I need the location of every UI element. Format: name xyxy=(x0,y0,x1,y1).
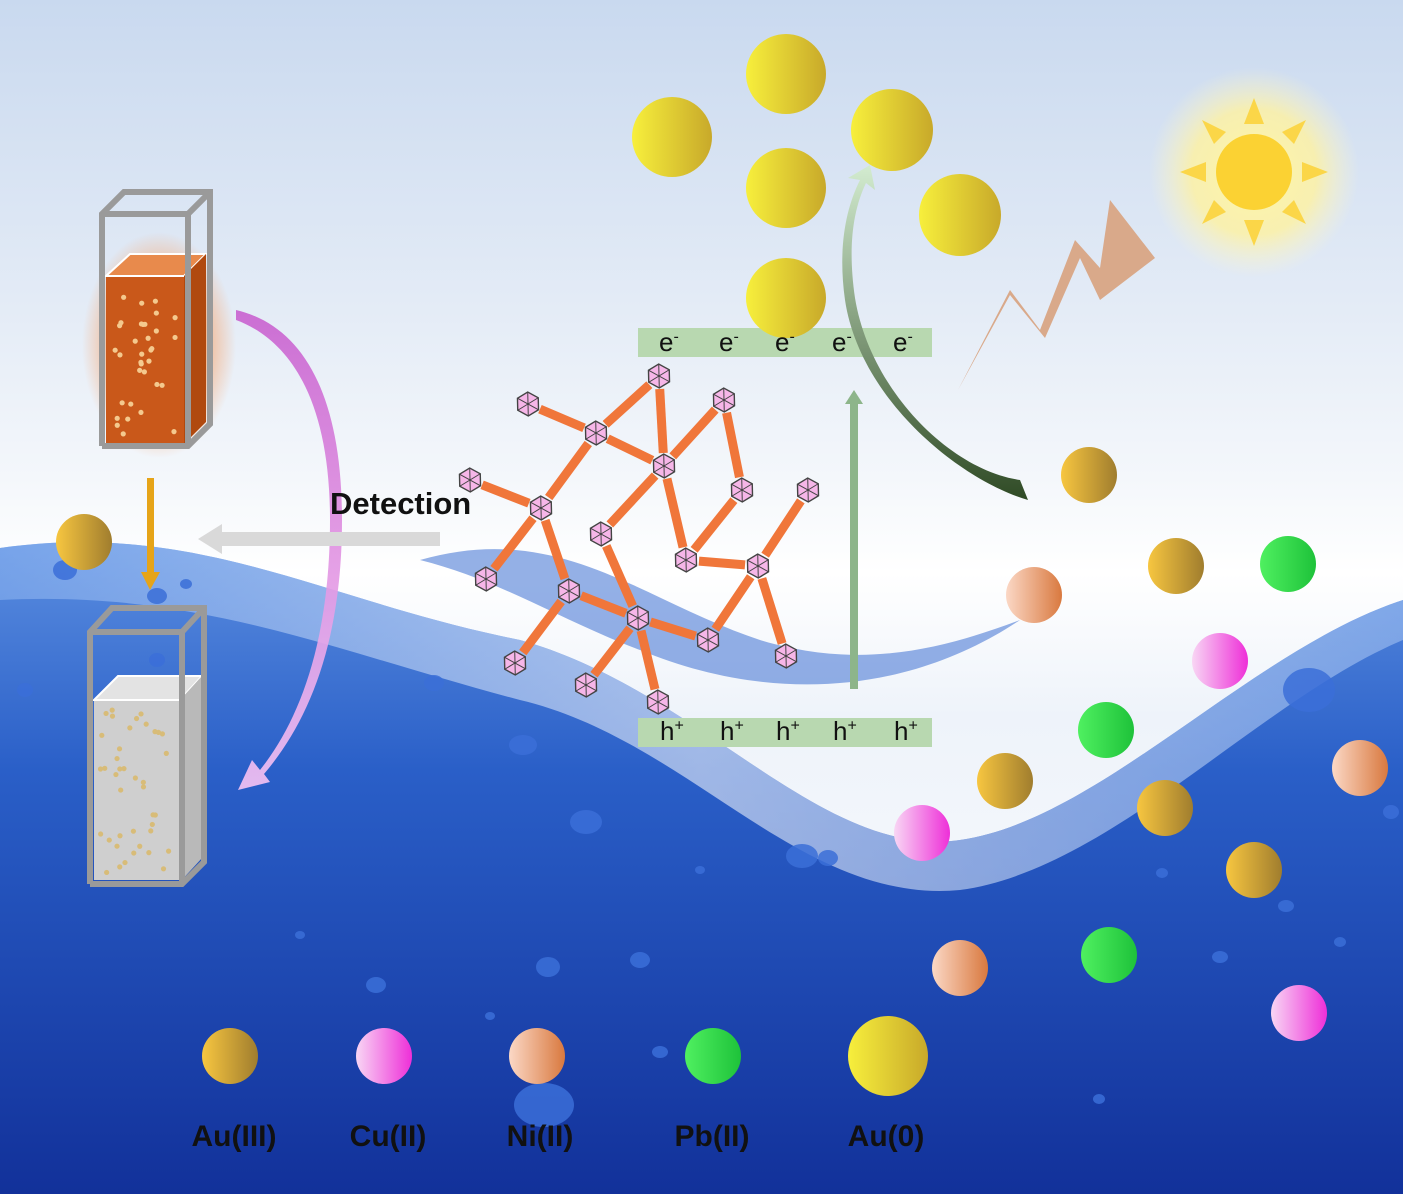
legend-swatch-4 xyxy=(848,1016,928,1096)
legend-swatch-0 xyxy=(202,1028,258,1084)
legend-label: Cu(II) xyxy=(349,1120,427,1153)
electron-label: e- xyxy=(719,327,739,357)
legend-label: Pb(II) xyxy=(674,1120,750,1153)
detection-arrow xyxy=(198,524,440,554)
legend-label: Ni(II) xyxy=(506,1120,574,1153)
hole-label: h+ xyxy=(720,716,744,746)
lightning-bolt xyxy=(958,200,1155,390)
vial-after xyxy=(87,605,207,887)
electron-label: e- xyxy=(893,327,913,357)
valence-band xyxy=(638,718,932,747)
electron-label: e- xyxy=(775,327,795,357)
excitation-arrow xyxy=(845,390,863,689)
detection-label: Detection xyxy=(330,486,472,521)
transfer-curve-arrow xyxy=(236,310,342,790)
mof-framework xyxy=(458,363,820,715)
electron-label: e- xyxy=(832,327,852,357)
hole-label: h+ xyxy=(833,716,857,746)
hole-label: h+ xyxy=(660,716,684,746)
hole-label: h+ xyxy=(894,716,918,746)
sun xyxy=(1149,67,1359,277)
bubbles xyxy=(17,560,1399,1127)
vial-before-particles xyxy=(112,294,178,437)
vial-arrow xyxy=(141,478,160,590)
electron-label: e- xyxy=(659,327,679,357)
vial-before xyxy=(99,189,213,449)
legend-label: Au(III) xyxy=(191,1120,277,1153)
vial-after-particles xyxy=(97,707,172,876)
wave-highlight xyxy=(0,542,1403,891)
legend-label: Au(0) xyxy=(847,1120,925,1153)
legend-swatch-1 xyxy=(356,1028,412,1084)
hole-label: h+ xyxy=(776,716,800,746)
legend-swatch-3 xyxy=(685,1028,741,1084)
ions xyxy=(56,34,1388,1041)
legend-swatch-2 xyxy=(509,1028,565,1084)
